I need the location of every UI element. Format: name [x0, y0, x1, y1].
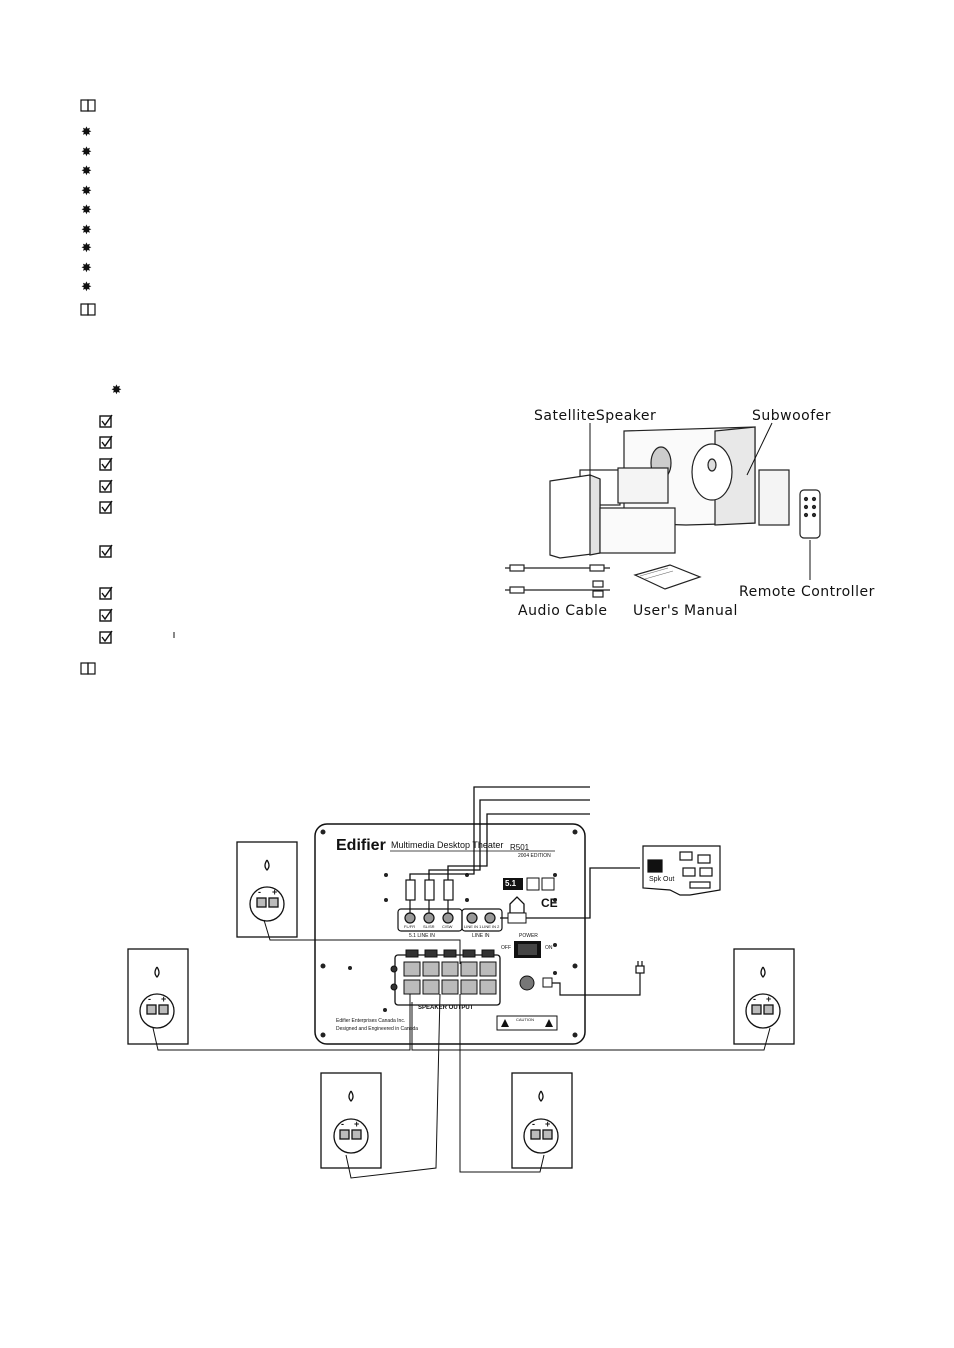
svg-text:-: -	[258, 887, 261, 897]
satellite-speaker-rear-left	[320, 1072, 382, 1169]
panel-caution: CAUTION	[516, 1017, 534, 1022]
channel-badge-box	[503, 878, 523, 890]
label-subwoofer: Subwoofer	[752, 408, 832, 424]
svg-text:+: +	[272, 887, 277, 897]
star-bullet-icon: ✸	[81, 124, 92, 139]
panel-footer-line2: Designed and Engineered in Canada	[336, 1026, 419, 1032]
package-illustration: ✸	[466, 375, 890, 630]
svg-text:+: +	[766, 994, 771, 1004]
svg-text:-: -	[341, 1119, 344, 1129]
caution-label	[496, 1015, 558, 1031]
satellite-speaker-rear-right	[511, 1072, 573, 1169]
satellite-speaker-front-left	[127, 948, 189, 1045]
svg-text:-: -	[753, 994, 756, 1004]
star-bullet-icon: ✸	[81, 202, 92, 217]
satellite-speaker-front-right	[733, 948, 795, 1045]
panel-power-off: OFF	[501, 945, 511, 951]
panel-edition: 2004 EDITION	[518, 853, 551, 859]
panel-line-in-label: LINE IN	[472, 933, 490, 939]
power-socket	[519, 975, 535, 991]
svg-text:+: +	[545, 1119, 550, 1129]
satellite-speaker-top-left	[236, 841, 298, 938]
panel-ce-mark: CE	[541, 896, 558, 910]
panel-footer-line1: Edifier Enterprises Canada Inc.	[336, 1018, 406, 1024]
star-bullet-icon: ✸	[81, 260, 92, 275]
package-drawing: ✸	[466, 382, 821, 598]
star-bullet-icon: ✸	[111, 382, 122, 397]
book-icon	[80, 662, 96, 675]
checkbox-icon	[99, 586, 113, 600]
panel-power-on: ON	[545, 945, 553, 951]
panel-51-label: 5.1 LINE IN	[409, 933, 435, 939]
svg-text:-: -	[532, 1119, 535, 1129]
checkbox-icon	[99, 500, 113, 514]
panel-power-label: POWER	[519, 933, 538, 939]
panel-jack-fl: FL/FR	[404, 924, 416, 929]
star-bullet-icon: ✸	[81, 279, 92, 294]
panel-speaker-output: SPEAKER OUTPUT	[418, 1005, 474, 1011]
book-icon	[80, 99, 96, 112]
label-remote-controller: Remote Controller	[739, 584, 875, 600]
center-speaker-drawing	[599, 507, 676, 554]
checkbox-icon	[99, 414, 113, 428]
manual-drawing	[633, 564, 702, 590]
connection-diagram: -+ -+ -+ -+ -+ Edifier Multimedia Deskto…	[0, 770, 954, 1190]
label-satellite-speaker: SatelliteSpeaker	[534, 408, 657, 424]
power-plug-icon	[635, 961, 645, 974]
star-bullet-icon: ✸	[81, 240, 92, 255]
checkbox-icon	[99, 630, 113, 644]
star-bullet-icon: ✸	[81, 222, 92, 237]
panel-jack-sl: SL/SR	[423, 924, 435, 929]
checkbox-icon	[99, 435, 113, 449]
checkbox-icon	[99, 608, 113, 622]
panel-model: R501	[510, 843, 530, 852]
remote-drawing	[799, 489, 821, 539]
panel-line-in-2: LINE IN 2	[482, 924, 500, 929]
speaker-output-terminals	[390, 949, 501, 1006]
panel-brand: Edifier	[336, 837, 386, 854]
book-icon	[80, 303, 96, 316]
star-bullet-icon: ✸	[81, 183, 92, 198]
audio-cable-drawing	[505, 564, 610, 598]
panel-jack-csw: C/SW	[442, 924, 453, 929]
svg-text:+: +	[161, 994, 166, 1004]
sound-card-port-label: Spk Out	[649, 876, 675, 883]
svg-text:+: +	[354, 1119, 359, 1129]
intro-section: ✸ ✸ ✸ ✸ ✸ ✸ ✸ ✸ ✸	[0, 0, 954, 330]
star-bullet-icon: ✸	[81, 144, 92, 159]
star-bullet-icon: ✸	[81, 163, 92, 178]
sound-card	[642, 845, 721, 896]
svg-text:-: -	[148, 994, 151, 1004]
checkbox-icon	[99, 457, 113, 471]
label-audio-cable: Audio Cable	[518, 603, 608, 619]
checklist-graphics: ✸	[80, 382, 175, 675]
intro-bullets: ✸ ✸ ✸ ✸ ✸ ✸ ✸ ✸ ✸	[80, 99, 96, 316]
checkbox-icon	[99, 544, 113, 558]
panel-channel-badge: 5.1	[505, 879, 517, 888]
checkbox-icon	[99, 479, 113, 493]
wiring-diagram: -+ -+ -+ -+ -+	[127, 786, 795, 1179]
package-checklist: ✸	[0, 370, 480, 690]
panel-product-line: Multimedia Desktop Theater	[391, 840, 504, 850]
label-users-manual: User's Manual	[633, 603, 738, 619]
panel-line-in-1: LINE IN 1	[464, 924, 482, 929]
home-icon	[509, 896, 525, 914]
